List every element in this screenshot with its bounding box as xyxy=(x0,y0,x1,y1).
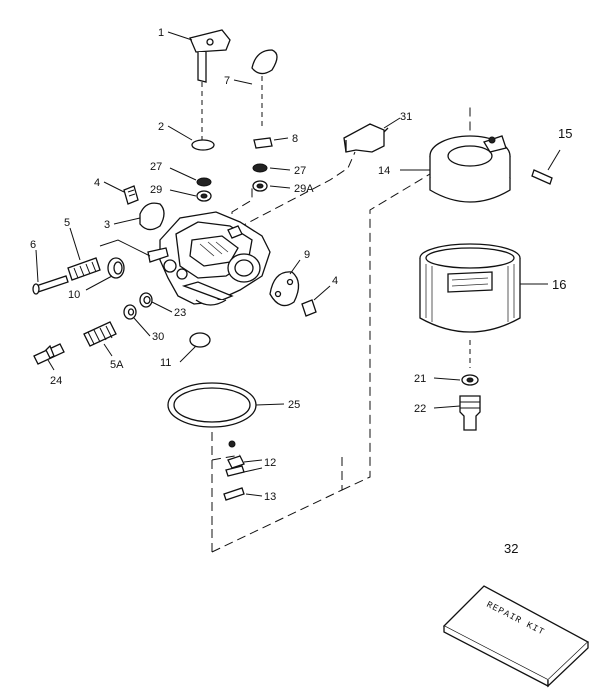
part-4-screw-right xyxy=(301,299,317,317)
callout-10: 10 xyxy=(68,289,80,301)
assembly-dashed-bottom xyxy=(211,399,241,525)
callout-22: 22 xyxy=(414,403,426,415)
callout-8: 8 xyxy=(292,133,298,145)
part-31-elbow xyxy=(343,123,389,153)
part-16-float-bowl xyxy=(419,243,521,333)
callout-23: 23 xyxy=(174,307,186,319)
callout-4-right: 4 xyxy=(332,275,338,287)
callout-32: 32 xyxy=(504,541,518,556)
callout-27-right: 27 xyxy=(294,165,306,177)
part-7-choke-plate xyxy=(251,49,278,128)
part-4-screw-upper xyxy=(123,185,139,205)
part-3-disk xyxy=(139,202,165,231)
part-29a-seal-right xyxy=(252,180,268,192)
part-32-repair-kit xyxy=(442,585,590,688)
part-6-screw xyxy=(32,275,69,295)
part-25-gasket xyxy=(167,382,257,428)
part-5a-spring xyxy=(83,321,117,347)
callout-30: 30 xyxy=(152,331,164,343)
callout-2: 2 xyxy=(158,121,164,133)
callout-1: 1 xyxy=(158,27,164,39)
part-8-choke-shaft xyxy=(253,137,273,149)
part-23-o-ring xyxy=(139,292,153,308)
callout-4-upper: 4 xyxy=(94,177,100,189)
part-1-throttle-lever xyxy=(189,29,231,140)
part-9-plate xyxy=(269,271,300,307)
callout-12: 12 xyxy=(264,457,276,469)
callout-24: 24 xyxy=(50,375,62,387)
part-13-pin xyxy=(223,487,245,501)
part-29-seal-left xyxy=(196,190,212,202)
callout-3: 3 xyxy=(104,219,110,231)
callout-5a: 5A xyxy=(110,359,124,371)
assembly-dashed-outline xyxy=(211,105,471,553)
part-14-float xyxy=(429,135,511,203)
callout-9: 9 xyxy=(304,249,310,261)
carburetor-body xyxy=(147,211,271,306)
callout-11: 11 xyxy=(160,357,171,369)
callout-13: 13 xyxy=(264,491,276,503)
callout-29a: 29A xyxy=(294,183,314,195)
callout-6: 6 xyxy=(30,239,36,251)
callout-31: 31 xyxy=(400,111,412,123)
callout-29: 29 xyxy=(150,184,162,196)
part-22-bowl-nut xyxy=(459,395,481,431)
part-2-throttle-plate xyxy=(191,139,215,151)
callout-5: 5 xyxy=(64,217,70,229)
part-27-seal-right xyxy=(252,163,268,173)
part-10-o-ring xyxy=(107,257,125,279)
part-21-washer xyxy=(461,374,479,386)
part-24-needle xyxy=(33,343,65,365)
callout-7: 7 xyxy=(224,75,230,87)
part-30-washer xyxy=(123,304,137,320)
callout-25: 25 xyxy=(288,399,300,411)
callout-15: 15 xyxy=(558,126,572,141)
part-12-clip xyxy=(225,440,245,477)
part-11-plug xyxy=(189,332,211,348)
callout-27-left: 27 xyxy=(150,161,162,173)
callout-21: 21 xyxy=(414,373,426,385)
callout-16: 16 xyxy=(552,277,566,292)
part-27-seal-left xyxy=(196,177,212,187)
part-15-pin xyxy=(531,169,553,185)
part-5-spring xyxy=(67,257,101,281)
callout-14: 14 xyxy=(378,165,390,177)
